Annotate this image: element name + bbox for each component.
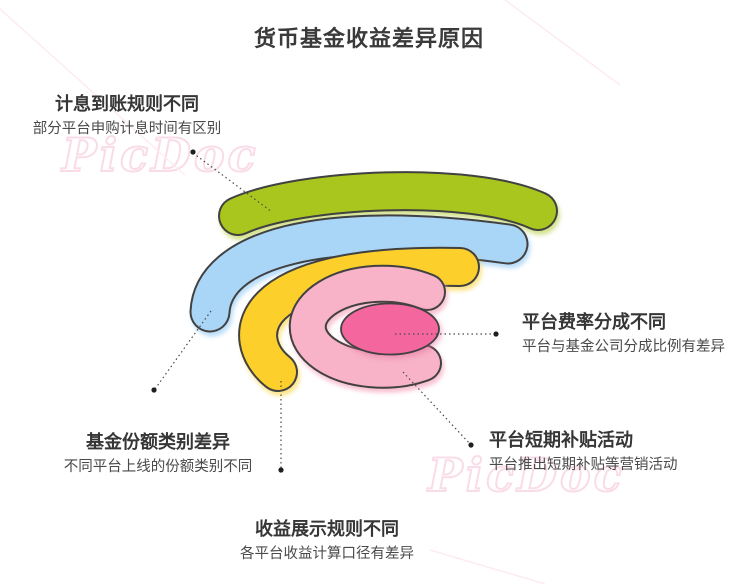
callout-heading: 收益展示规则不同 xyxy=(255,519,399,539)
callout-subtitle: 各平台收益计算口径有差异 xyxy=(240,545,414,562)
center-ellipse xyxy=(340,302,440,356)
outer-green-arc xyxy=(218,171,558,236)
callout-heading: 平台费率分成不同 xyxy=(522,312,666,332)
callout-subsidy-activity: 平台短期补贴活动 平台推出短期补贴等营销活动 xyxy=(489,429,705,474)
dotted-connectors xyxy=(154,152,495,469)
callout-subtitle: 部分平台申购计息时间有区别 xyxy=(32,120,222,137)
callout-heading: 基金份额类别差异 xyxy=(86,432,230,452)
callout-subtitle: 平台与基金公司分成比例有差异 xyxy=(522,338,725,355)
connector-share xyxy=(154,310,212,390)
callout-heading: 平台短期补贴活动 xyxy=(489,430,633,450)
page-title: 货币基金收益差异原因 xyxy=(253,26,484,51)
connector-subsidy xyxy=(402,371,471,445)
connector-end-dots xyxy=(151,149,499,473)
callout-share-class: 基金份额类别差异 不同平台上线的份额类别不同 xyxy=(50,431,266,476)
watermark-text: PicDoc xyxy=(427,447,625,503)
inner-pink-arc xyxy=(288,264,446,389)
blue-arc xyxy=(189,214,529,333)
callout-interest-rule: 计息到账规则不同 部分平台申购计息时间有区别 xyxy=(19,93,235,138)
connector-interest xyxy=(192,152,273,213)
callout-subtitle: 不同平台上线的份额类别不同 xyxy=(63,458,253,475)
callout-fee-split: 平台费率分成不同 平台与基金公司分成比例有差异 xyxy=(522,311,728,356)
watermark-diagonal-lines xyxy=(0,0,621,584)
callout-subtitle: 平台推出短期补贴等营销活动 xyxy=(489,456,678,473)
watermark-text: PicDoc xyxy=(61,127,259,183)
callout-heading: 计息到账规则不同 xyxy=(55,94,199,114)
callout-yield-display: 收益展示规则不同 各平台收益计算口径有差异 xyxy=(219,518,435,563)
